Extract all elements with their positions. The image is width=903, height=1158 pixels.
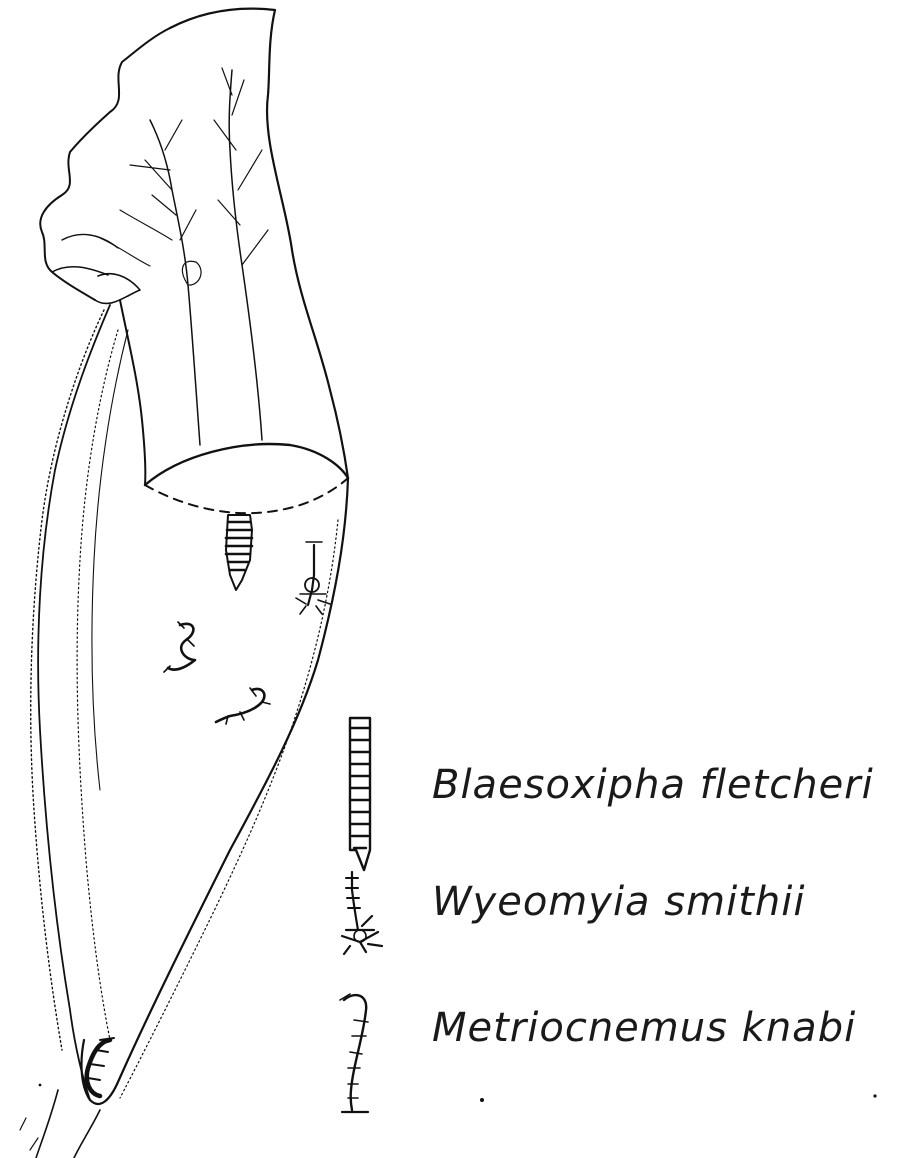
midge-larva-icon bbox=[340, 994, 368, 1112]
pitcher-hood bbox=[40, 9, 348, 478]
wyeomyia-larva-in-pitcher bbox=[296, 542, 330, 614]
larva-at-pitcher-bottom bbox=[87, 1038, 114, 1096]
speck bbox=[873, 1094, 876, 1097]
metriocnemus-larva-in-pitcher-1 bbox=[164, 622, 195, 672]
legend-label-wyeomyia-smithii: Wyeomyia smithii bbox=[432, 882, 805, 922]
metriocnemus-larva-in-pitcher-2 bbox=[216, 688, 270, 724]
speck bbox=[39, 1084, 42, 1087]
mosquito-larva-icon bbox=[342, 872, 382, 954]
fly-larva-icon bbox=[350, 718, 370, 870]
blaesoxipha-larva-in-pitcher bbox=[226, 515, 252, 590]
speck bbox=[480, 1098, 484, 1102]
water-surface bbox=[145, 444, 348, 513]
legend-label-blaesoxipha-fletcheri: Blaesoxipha fletcheri bbox=[432, 765, 874, 805]
legend-label-metriocnemus-knabi: Metriocnemus knabi bbox=[432, 1008, 856, 1048]
pitcher-tube bbox=[20, 300, 348, 1158]
